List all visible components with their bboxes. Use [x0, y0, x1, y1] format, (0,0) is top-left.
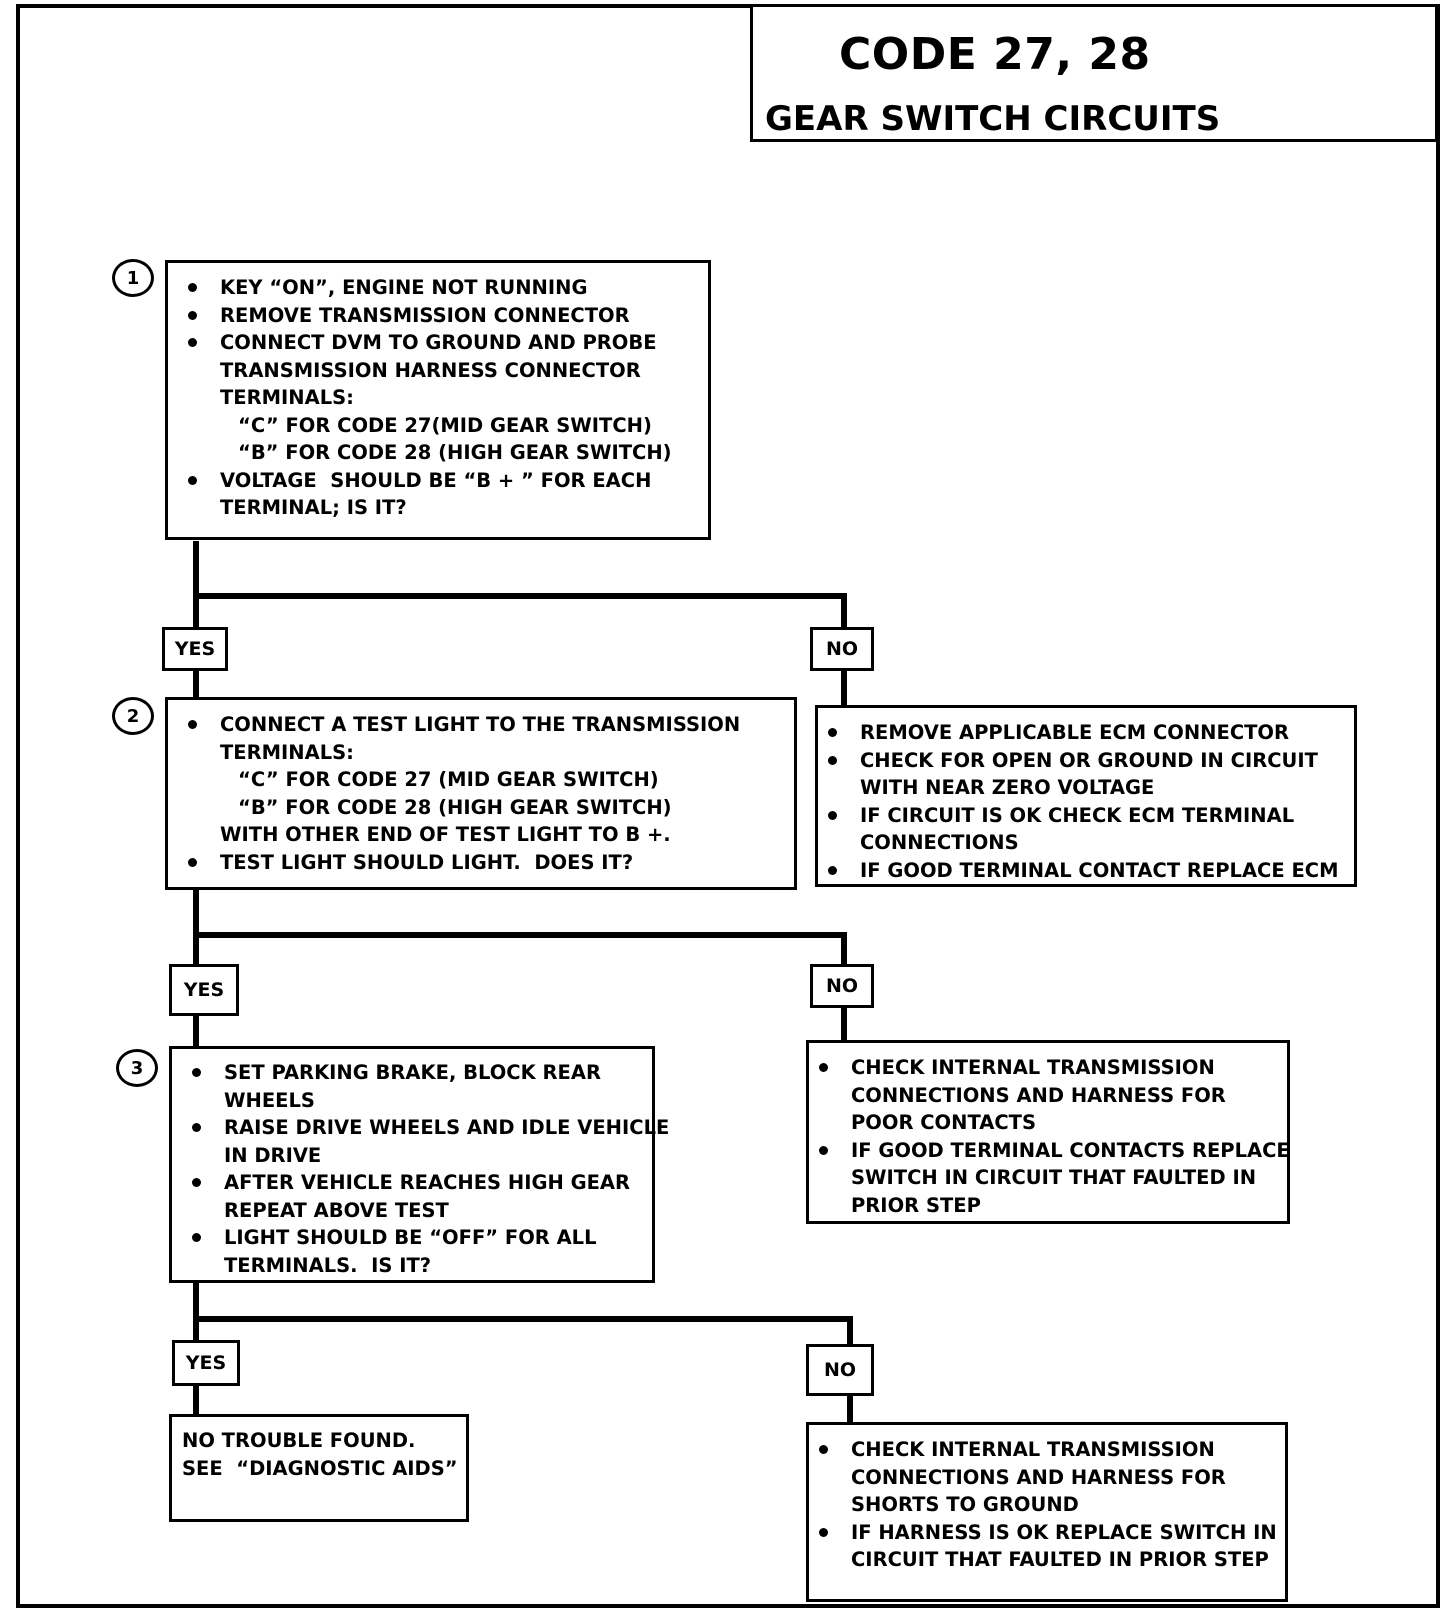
- step-3-box: SET PARKING BRAKE, BLOCK REAR WHEELS RAI…: [169, 1046, 669, 1283]
- step-1-item: KEY “ON”, ENGINE NOT RUNNING: [178, 274, 708, 302]
- yes-label: YES: [172, 1340, 240, 1386]
- no-result-2-item: IF GOOD TERMINAL CONTACTS REPLACE SWITCH…: [809, 1137, 1290, 1220]
- step-3-item: AFTER VEHICLE REACHES HIGH GEAR REPEAT A…: [182, 1169, 652, 1224]
- step-1-number: 1: [112, 259, 154, 297]
- no-result-3-box: CHECK INTERNAL TRANSMISSION CONNECTIONS …: [806, 1422, 1288, 1602]
- connector-line: [847, 1394, 853, 1422]
- bullet-icon: [828, 810, 837, 820]
- no-result-2-item: CHECK INTERNAL TRANSMISSION CONNECTIONS …: [809, 1054, 1287, 1137]
- subtitle: GEAR SWITCH CIRCUITS: [765, 99, 1221, 139]
- page-frame: [16, 4, 1440, 1608]
- no-result-1-item: REMOVE APPLICABLE ECM CONNECTOR: [818, 719, 1354, 747]
- bullet-icon: [819, 1145, 828, 1155]
- yes-label: YES: [169, 964, 239, 1016]
- no-trouble-found-text: NO TROUBLE FOUND. SEE “DIAGNOSTIC AIDS”: [182, 1429, 458, 1480]
- step-3-item: RAISE DRIVE WHEELS AND IDLE VEHICLE IN D…: [182, 1114, 669, 1169]
- step-1-item: CONNECT DVM TO GROUND AND PROBE TRANSMIS…: [178, 329, 708, 467]
- step-2-number: 2: [112, 697, 154, 735]
- no-result-3-item: IF HARNESS IS OK REPLACE SWITCH IN CIRCU…: [809, 1519, 1285, 1574]
- bullet-icon: [188, 283, 197, 292]
- bullet-icon: [188, 720, 197, 729]
- connector-line: [193, 541, 199, 629]
- bullet-icon: [828, 865, 837, 875]
- connector-line: [193, 932, 847, 938]
- step-1-subitem: “C” FOR CODE 27(MID GEAR SWITCH): [238, 413, 652, 437]
- connector-line: [193, 1316, 853, 1322]
- step-2-box: CONNECT A TEST LIGHT TO THE TRANSMISSION…: [165, 697, 797, 890]
- connector-line: [193, 1014, 199, 1049]
- bullet-icon: [188, 310, 197, 320]
- connector-line: [841, 593, 847, 629]
- connector-line: [847, 1316, 853, 1346]
- no-result-2-box: CHECK INTERNAL TRANSMISSION CONNECTIONS …: [806, 1040, 1290, 1224]
- bullet-icon: [192, 1233, 201, 1242]
- yes-label: YES: [162, 627, 228, 671]
- no-result-1-box: REMOVE APPLICABLE ECM CONNECTOR CHECK FO…: [815, 705, 1357, 887]
- bullet-icon: [828, 728, 837, 737]
- step-3-item: SET PARKING BRAKE, BLOCK REAR WHEELS: [182, 1059, 652, 1114]
- bullet-icon: [192, 1068, 201, 1077]
- bullet-icon: [819, 1445, 828, 1454]
- bullet-icon: [188, 475, 197, 485]
- final-yes-box: NO TROUBLE FOUND. SEE “DIAGNOSTIC AIDS”: [169, 1414, 469, 1522]
- no-label: NO: [806, 1344, 874, 1396]
- bullet-icon: [828, 755, 837, 765]
- step-2-subitem: “B” FOR CODE 28 (HIGH GEAR SWITCH): [238, 795, 672, 819]
- connector-line: [193, 1280, 199, 1342]
- step-1-item: REMOVE TRANSMISSION CONNECTOR: [178, 302, 708, 330]
- no-result-1-item: IF CIRCUIT IS OK CHECK ECM TERMINAL CONN…: [818, 802, 1354, 857]
- no-result-1-item: IF GOOD TERMINAL CONTACT REPLACE ECM: [818, 857, 1354, 885]
- connector-line: [841, 1004, 847, 1041]
- bullet-icon: [188, 857, 197, 867]
- connector-line: [193, 669, 199, 698]
- step-1-subitem: “B” FOR CODE 28 (HIGH GEAR SWITCH): [238, 441, 672, 464]
- bullet-icon: [192, 1123, 201, 1132]
- title-box: CODE 27, 28 GEAR SWITCH CIRCUITS: [750, 4, 1438, 142]
- step-2-item: TEST LIGHT SHOULD LIGHT. DOES IT?: [178, 849, 794, 877]
- step-2-subitem: “C” FOR CODE 27 (MID GEAR SWITCH): [238, 768, 659, 791]
- step-3-number: 3: [116, 1049, 158, 1087]
- step-2-item: CONNECT A TEST LIGHT TO THE TRANSMISSION…: [178, 711, 794, 849]
- no-label: NO: [810, 964, 874, 1008]
- bullet-icon: [188, 338, 197, 347]
- step-3-item: LIGHT SHOULD BE “OFF” FOR ALL TERMINALS.…: [182, 1224, 652, 1279]
- connector-line: [193, 1384, 199, 1416]
- no-result-1-item: CHECK FOR OPEN OR GROUND IN CIRCUIT WITH…: [818, 747, 1354, 802]
- no-result-3-item: CHECK INTERNAL TRANSMISSION CONNECTIONS …: [809, 1436, 1285, 1519]
- code-title: CODE 27, 28: [839, 29, 1151, 80]
- bullet-icon: [819, 1063, 828, 1072]
- connector-line: [841, 932, 847, 966]
- bullet-icon: [819, 1527, 828, 1537]
- no-label: NO: [810, 627, 874, 671]
- step-2-trailing: WITH OTHER END OF TEST LIGHT TO B +.: [220, 823, 671, 846]
- step-1-box: KEY “ON”, ENGINE NOT RUNNING REMOVE TRAN…: [165, 260, 711, 540]
- step-1-item: VOLTAGE SHOULD BE “B + ” FOR EACH TERMIN…: [178, 467, 708, 522]
- connector-line: [193, 888, 199, 966]
- connector-line: [841, 669, 847, 705]
- bullet-icon: [192, 1178, 201, 1187]
- connector-line: [193, 593, 847, 599]
